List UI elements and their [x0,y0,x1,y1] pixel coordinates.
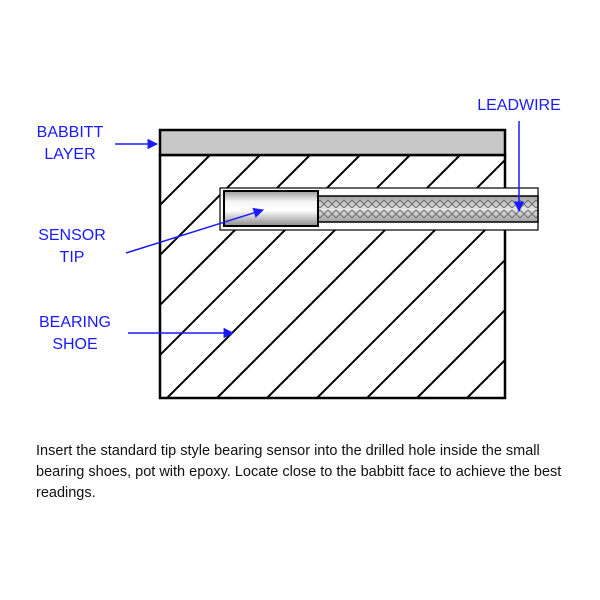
hatch-line [160,155,211,207]
leadwire-cable [317,195,539,223]
sensor-label-line2: TIP [60,249,85,266]
babbitt-label-line2: LAYER [44,146,95,163]
bearing-label-line1: BEARING [39,314,111,331]
babbitt-layer [158,128,507,157]
hatch-line [160,155,161,157]
sensor-label-line1: SENSOR [38,227,106,244]
hatch-line [316,208,505,398]
leadwire-label: LEADWIRE [477,97,561,114]
babbitt-label-line1: BABBITT [37,124,104,141]
sensor-tip [223,190,319,227]
hatch-line [366,258,505,398]
bearing-label-line2: SHOE [52,336,97,353]
sensor-arrow [125,207,265,254]
instruction-caption: Insert the standard tip style bearing se… [36,443,562,501]
hatch-line [416,308,505,398]
